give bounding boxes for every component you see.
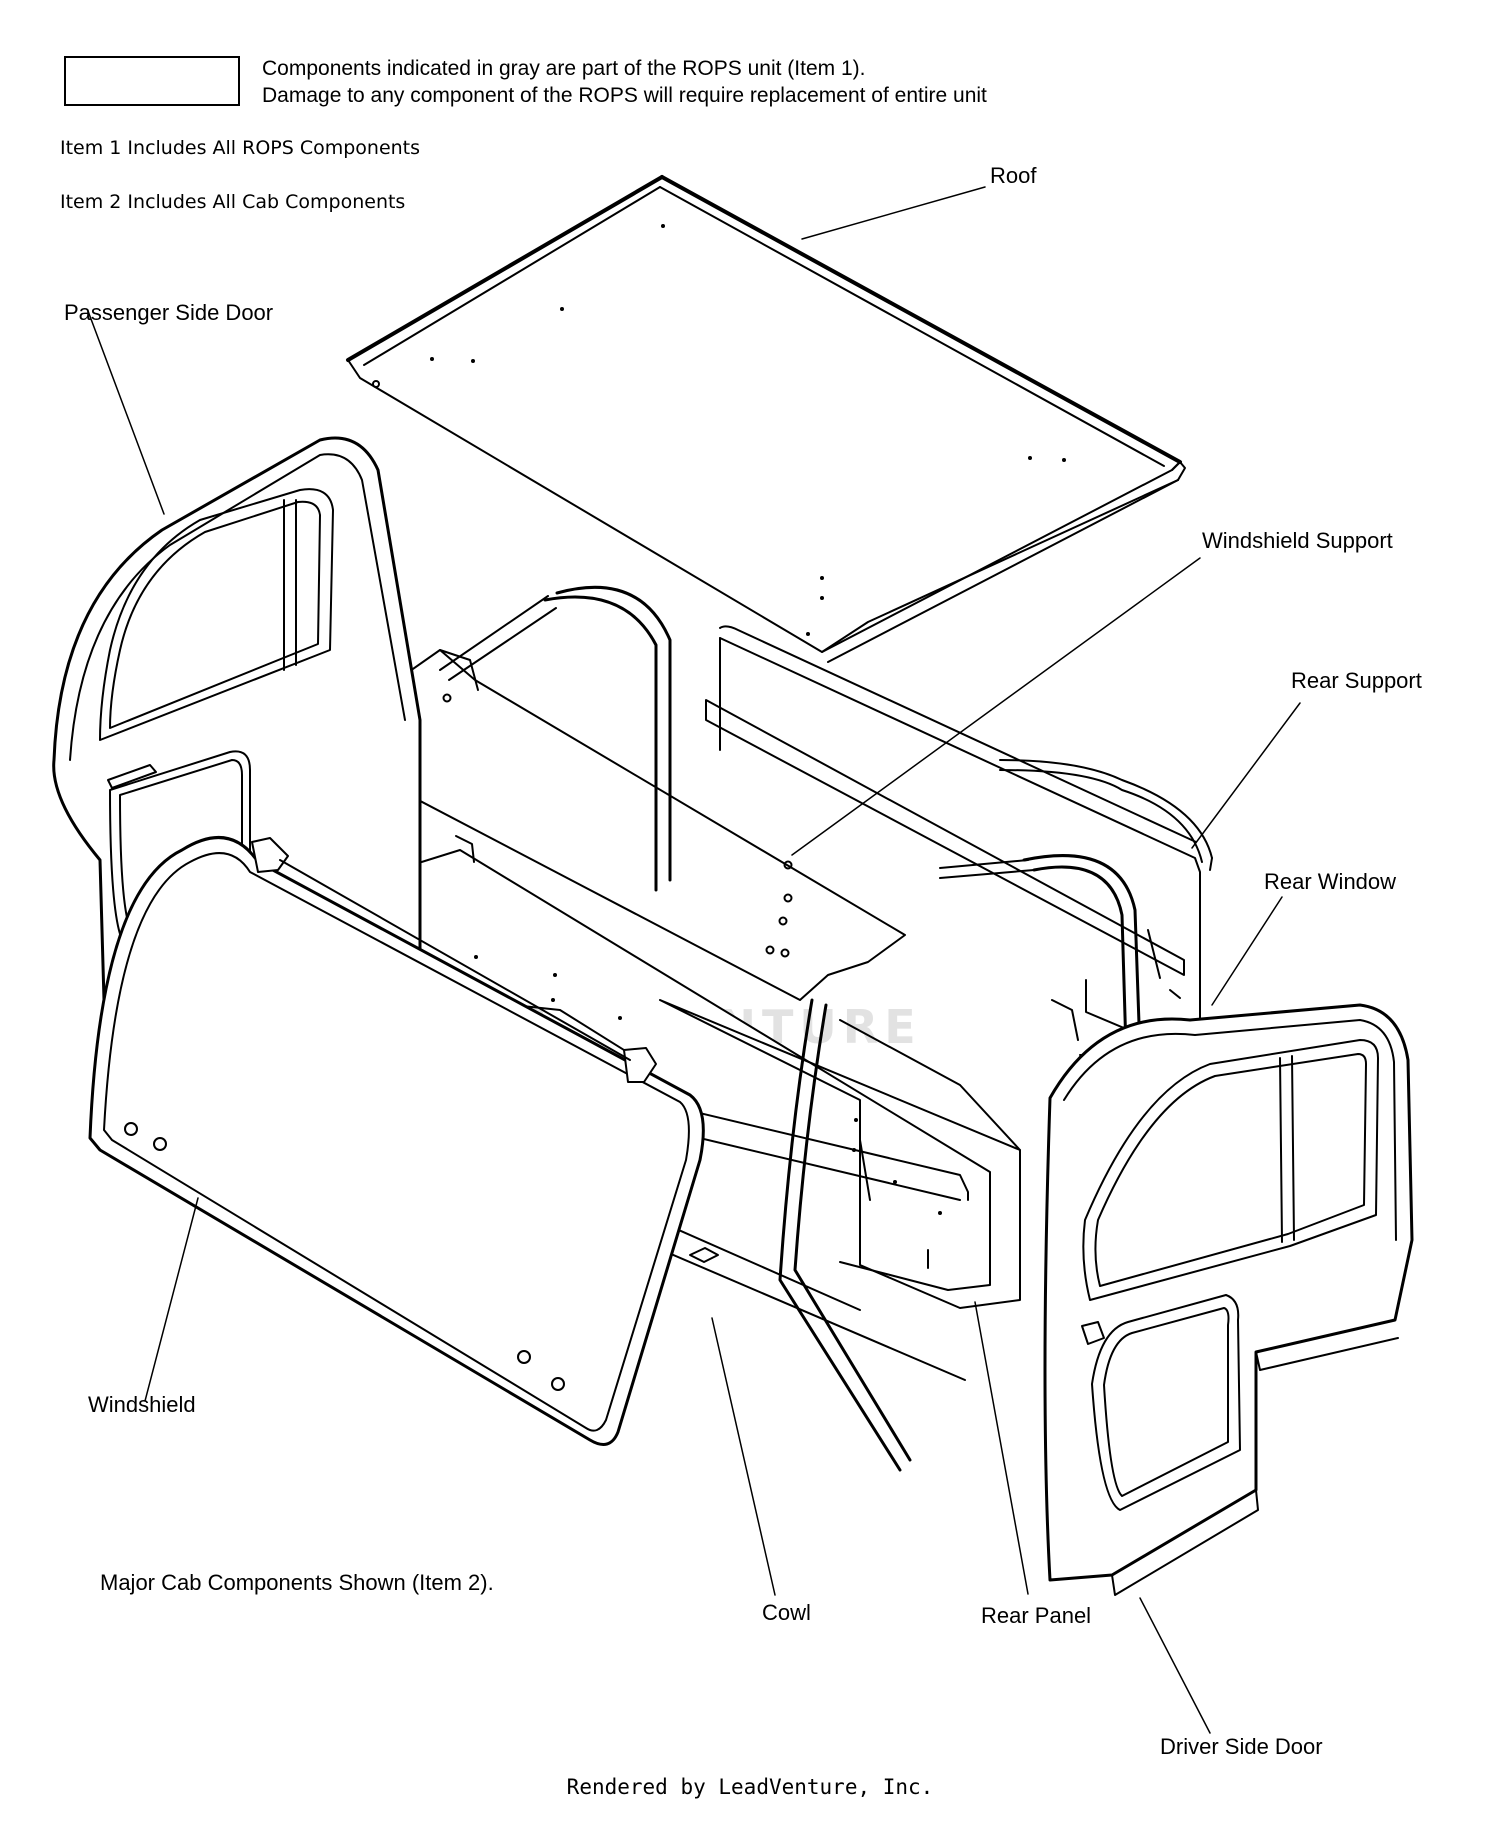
label-rear-window: Rear Window [1264,869,1397,894]
windshield-support-part [339,649,906,1001]
label-driver-side-door: Driver Side Door [1160,1734,1323,1759]
caption-note: Major Cab Components Shown (Item 2). [100,1570,494,1595]
label-rear-support: Rear Support [1291,668,1422,693]
legend-line-2: Damage to any component of the ROPS will… [262,84,987,107]
side-strut-part [778,998,912,1472]
label-passenger-side-door: Passenger Side Door [64,300,274,325]
footer-credit: Rendered by LeadVenture, Inc. [566,1775,934,1799]
label-windshield: Windshield [88,1392,196,1417]
label-cowl: Cowl [762,1600,811,1625]
label-rear-panel: Rear Panel [981,1603,1092,1628]
rear-window-part [705,625,1201,1061]
label-windshield-support: Windshield Support [1202,528,1393,553]
rear-support-part [999,759,1213,871]
driver-door-part [1043,1003,1414,1596]
windshield-part [88,836,705,1446]
label-roof: Roof [990,163,1037,188]
rear-panel-part [659,999,1021,1309]
legend-swatch [64,56,240,106]
legend-line-1: Components indicated in gray are part of… [262,57,866,80]
leader-lines [87,186,1301,1734]
item2-note: Item 2 Includes All Cab Components [60,191,406,213]
item1-note: Item 1 Includes All ROPS Components [60,137,421,159]
roof-part [346,175,1186,663]
